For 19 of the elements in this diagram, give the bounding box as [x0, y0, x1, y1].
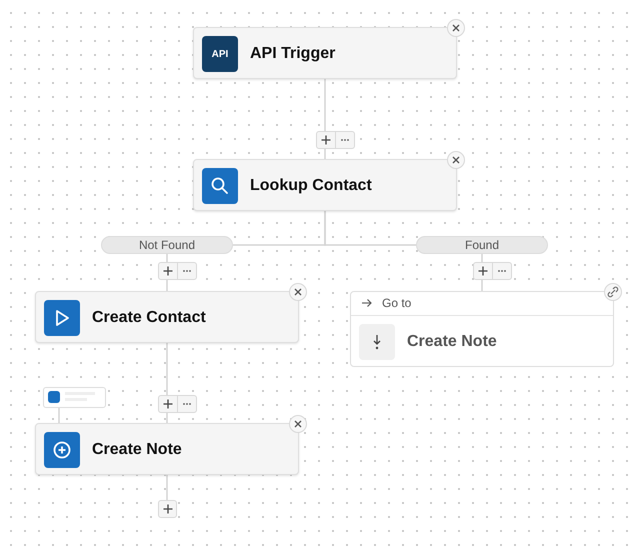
step-title: Create Contact	[92, 309, 206, 327]
goto-target-title: Create Note	[407, 333, 497, 351]
mini-card	[43, 387, 106, 408]
step-title: Lookup Contact	[250, 177, 372, 195]
connector-line	[324, 211, 416, 246]
step-title: Create Note	[92, 441, 182, 459]
add-step-button	[158, 500, 177, 518]
goto-card	[350, 291, 614, 367]
api-badge: API	[202, 36, 238, 72]
trigger-card	[193, 27, 457, 79]
connector-line	[166, 475, 168, 500]
step-title: API Trigger	[250, 45, 336, 63]
branch-pill: Found	[416, 236, 548, 254]
branch-pill: Not Found	[101, 236, 233, 254]
goto-label: Go to	[382, 296, 412, 310]
step-card	[35, 423, 299, 475]
step-card	[193, 159, 457, 211]
step-card	[35, 291, 299, 343]
connector-line	[58, 408, 60, 423]
